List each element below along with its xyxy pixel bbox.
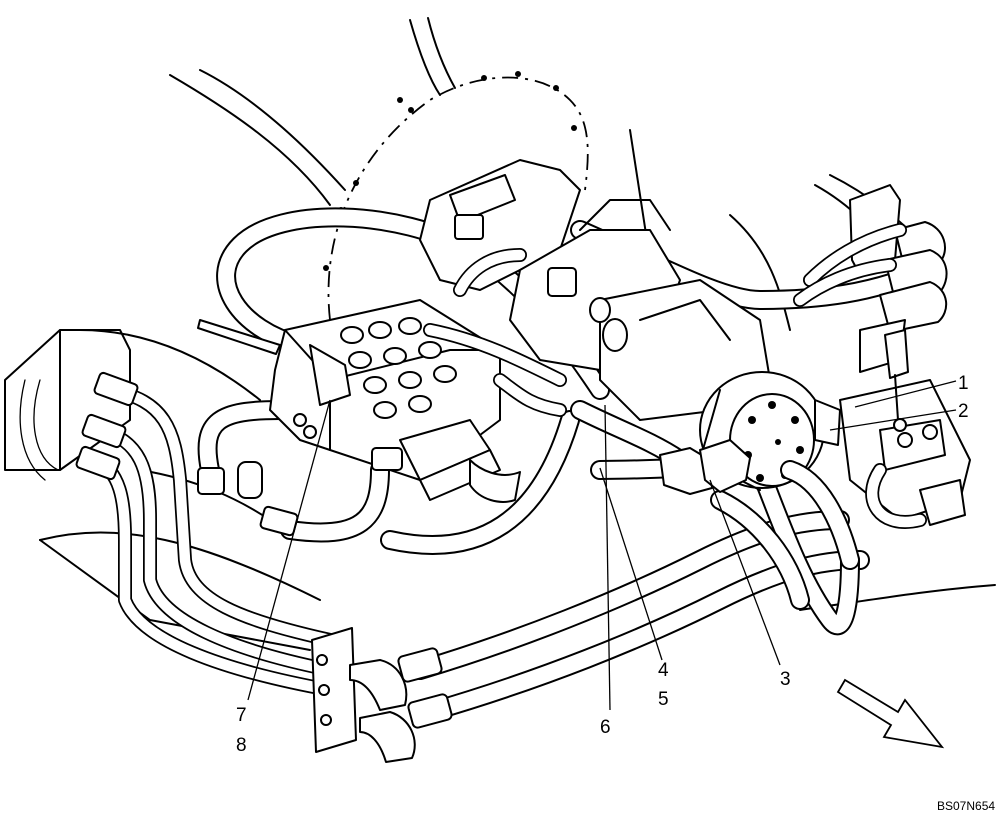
callout-7: 7	[236, 705, 247, 726]
callout-3: 3	[780, 669, 791, 690]
valve-spools	[371, 419, 501, 501]
callout-leaders	[247, 380, 957, 711]
chassis-frame-lines	[169, 17, 996, 611]
callout-1: 1	[958, 373, 969, 394]
control-valve-block	[269, 299, 501, 501]
tube-fittings-left	[75, 371, 139, 481]
forward-direction-arrow	[836, 678, 945, 749]
callout-4: 4	[658, 660, 669, 681]
valve-return-hose	[197, 400, 580, 555]
elbow-fittings-bottom	[349, 647, 453, 763]
pump-port-elbows	[659, 399, 841, 495]
callout-8: 8	[236, 735, 247, 756]
lower-hose-bundle	[410, 460, 870, 722]
bulkhead-bracket-bottom	[311, 627, 357, 753]
center-hoses	[423, 248, 567, 503]
callout-labels: 1 2 3 4 5 6 7 8	[236, 373, 969, 756]
valve-ports	[340, 317, 457, 419]
callout-6: 6	[600, 717, 611, 738]
valve-lever	[197, 319, 281, 355]
steel-tubes-left	[88, 383, 337, 697]
drawing-code: BS07N654	[937, 799, 995, 813]
tee-fitting-left	[197, 461, 299, 537]
pressure-switch	[884, 329, 909, 432]
callout-5: 5	[658, 689, 669, 710]
callout-2: 2	[958, 401, 969, 422]
housing-bolt-holes	[323, 71, 577, 271]
brake-valve-assembly	[839, 379, 971, 529]
